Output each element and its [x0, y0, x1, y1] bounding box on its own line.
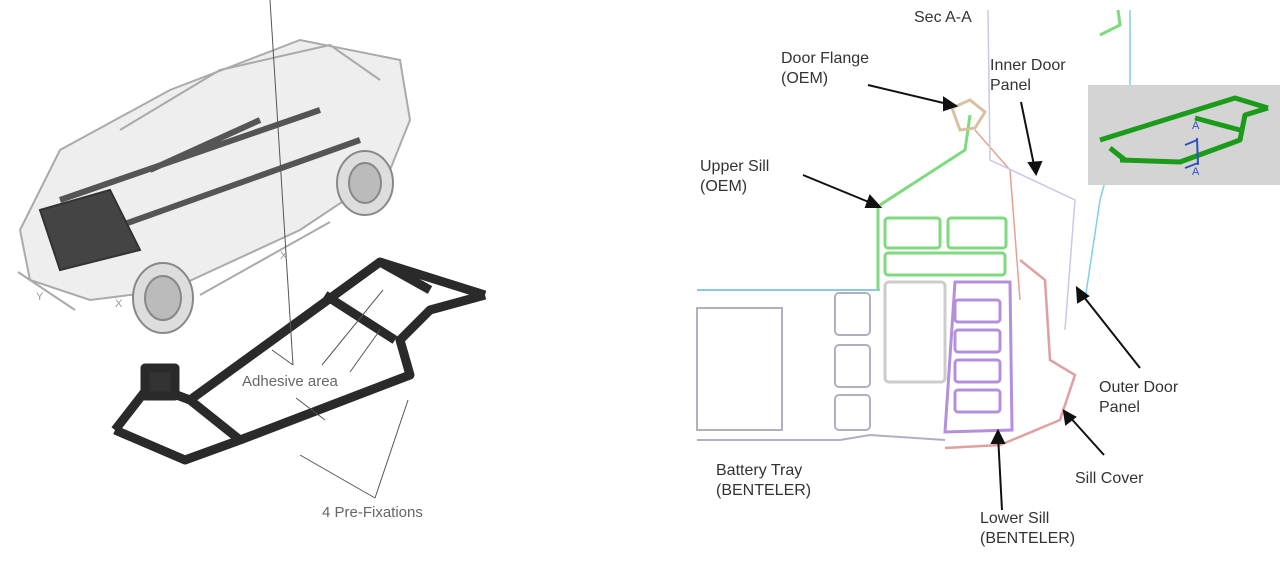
lower-sill-label: Lower Sill (BENTELER)	[980, 509, 1075, 549]
lower-sill-section	[883, 280, 1014, 434]
label-line: (BENTELER)	[980, 530, 1076, 547]
inset-frame-illustration	[1099, 95, 1269, 165]
leader-lines-left	[269, 0, 409, 499]
label-line: Upper Sill	[700, 158, 770, 175]
car-body-illustration	[18, 38, 412, 302]
label-line: Door Flange	[781, 50, 870, 67]
sill-cover-label: Sill Cover	[1075, 470, 1144, 487]
axis-label-x-long: X	[280, 250, 288, 262]
inset-section-mark-bottom: A	[1192, 166, 1200, 178]
door-flange-shape	[950, 98, 987, 132]
label-line: Outer Door	[1099, 379, 1179, 396]
door-flange-label: Door Flange (OEM)	[781, 49, 869, 89]
label-line: (OEM)	[781, 70, 829, 87]
label-line: Panel	[990, 77, 1031, 94]
label-line: Battery Tray	[716, 462, 803, 479]
section-title: Sec A-A	[914, 9, 972, 26]
wheels	[132, 150, 394, 334]
label-line: (BENTELER)	[716, 482, 812, 499]
inset-section-mark-top: A	[1192, 120, 1200, 132]
label-line: Panel	[1099, 399, 1140, 416]
upper-sill-section	[876, 114, 1008, 290]
label-line: Lower Sill	[980, 510, 1050, 527]
battery-tray-section	[696, 289, 946, 441]
section-panel	[695, 5, 1220, 515]
axis-label-y: Y	[36, 291, 44, 303]
upper-sill-label: Upper Sill (OEM)	[700, 157, 769, 197]
inset-section-line	[1184, 137, 1199, 169]
pre-fixations-label: 4 Pre-Fixations	[322, 504, 423, 521]
label-line: (OEM)	[700, 178, 748, 195]
battery-tray-label: Battery Tray (BENTELER)	[716, 461, 811, 501]
leader-arrows-right	[802, 84, 1141, 511]
axis-lines	[17, 221, 331, 311]
subframe-illustration	[111, 257, 487, 465]
label-line: Inner Door	[990, 57, 1066, 74]
axis-label-x-short: X	[115, 298, 123, 310]
adhesive-area-label: Adhesive area	[242, 373, 338, 390]
